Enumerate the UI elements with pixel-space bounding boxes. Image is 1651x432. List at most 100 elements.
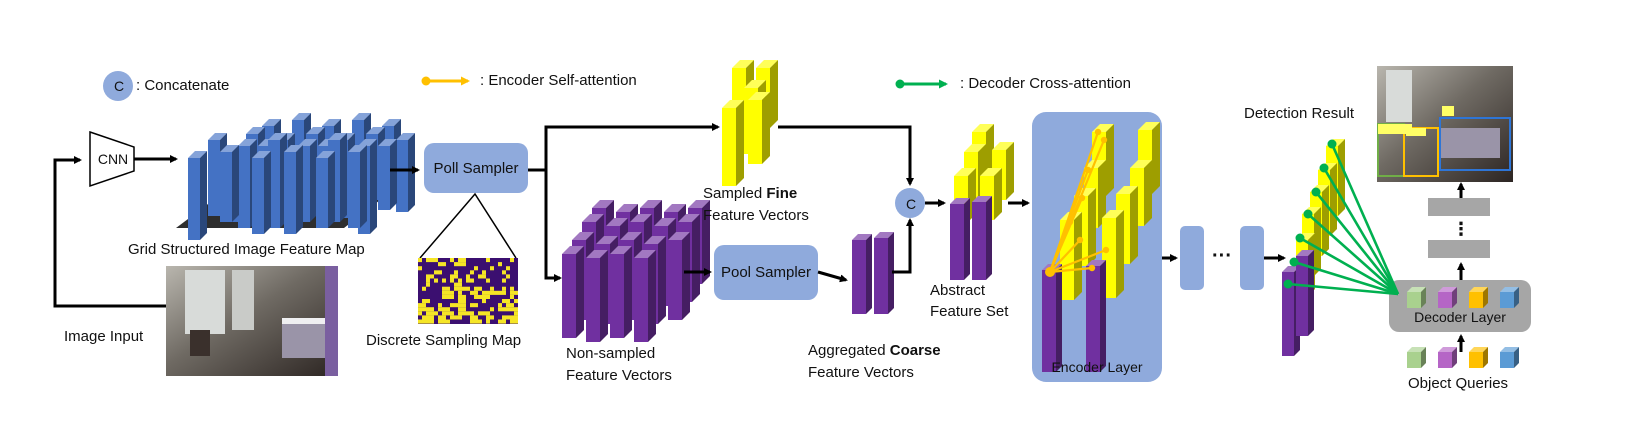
sampled-cell xyxy=(466,274,470,279)
blue-feature-bar xyxy=(316,151,335,228)
sampled-cell xyxy=(470,278,474,283)
decoder-attention-node xyxy=(1289,257,1299,267)
sampled-cell xyxy=(458,315,462,320)
encoder-attention-line xyxy=(1049,266,1093,274)
sampled-cell xyxy=(482,311,486,316)
sampled-cell xyxy=(506,299,510,304)
sampled-cell xyxy=(462,307,466,312)
sampled-fine-text: Sampled xyxy=(703,185,767,202)
sampled-cell xyxy=(510,307,514,312)
pool-to-coarse-arrow xyxy=(817,270,848,283)
blue-feature-bar xyxy=(188,151,207,240)
sampled-cell xyxy=(458,262,462,267)
sampled-cell xyxy=(474,294,478,299)
decoder-query-cubes xyxy=(1407,287,1519,308)
legend-concat-symbol: C xyxy=(113,78,125,94)
sampled-cell xyxy=(450,290,454,295)
sampled-cell xyxy=(446,294,450,299)
sampled-cell xyxy=(442,311,446,316)
query-cube xyxy=(1500,287,1519,308)
pool-sampler-box xyxy=(714,245,818,300)
sampled-cell xyxy=(502,278,506,283)
sampled-cell xyxy=(506,315,510,320)
purple-nonsampled-bar xyxy=(586,250,608,342)
sampled-cell xyxy=(478,274,482,279)
encoder-attention-node xyxy=(1078,194,1086,202)
sampled-cell xyxy=(514,307,518,312)
sampled-cell xyxy=(510,258,514,263)
sampled-cell xyxy=(454,286,458,291)
sampled-cell xyxy=(426,315,430,320)
sampled-cell xyxy=(458,282,462,287)
cnn-block xyxy=(89,130,135,188)
sampled-cell xyxy=(458,290,462,295)
encoder-attention-hub xyxy=(1045,267,1055,277)
sampled-cell xyxy=(418,307,422,312)
sampled-cell xyxy=(442,307,446,312)
sampled-cell xyxy=(486,315,490,320)
blue-feature-bar xyxy=(252,151,271,234)
blue-feature-bar xyxy=(378,139,397,210)
sampling-map-label: Discrete Sampling Map xyxy=(366,332,522,349)
sampled-cell xyxy=(462,286,466,291)
decoder-attention-node xyxy=(1303,209,1313,219)
sampled-cell xyxy=(506,274,510,279)
query-cube xyxy=(1438,347,1457,368)
pool-sampler-label: Pool Sampler xyxy=(720,264,812,281)
blue-feature-bar xyxy=(284,145,303,234)
sampled-cell xyxy=(418,319,422,324)
purple-abstract-bar xyxy=(972,196,992,280)
sampled-cell xyxy=(446,290,450,295)
sampled-cell xyxy=(454,315,458,320)
query-cube xyxy=(1469,287,1488,308)
sampled-cell xyxy=(470,303,474,308)
yellow-fine-bar xyxy=(722,100,744,186)
sampled-cell xyxy=(422,303,426,308)
sampled-cell xyxy=(438,315,442,320)
query-cube xyxy=(1407,287,1426,308)
sampled-cell xyxy=(502,307,506,312)
sampled-cell xyxy=(470,311,474,316)
purple-nonsampled-bar xyxy=(562,246,584,338)
aggregated-label-line2: Feature Vectors xyxy=(808,364,914,381)
sampled-cell xyxy=(430,274,434,279)
purple-coarse-bar xyxy=(852,234,872,314)
sampled-cell xyxy=(418,266,422,271)
object-queries-label: Object Queries xyxy=(1408,375,1509,392)
sampled-cell xyxy=(482,294,486,299)
sampled-cell xyxy=(426,278,430,283)
sampled-cell xyxy=(454,282,458,287)
sampled-cell xyxy=(486,278,490,283)
sampled-cell xyxy=(462,311,466,316)
sampled-cell xyxy=(474,266,478,271)
sampled-cell xyxy=(450,274,454,279)
sampled-cell xyxy=(442,294,446,299)
discrete-sampling-map xyxy=(418,258,518,324)
poll-to-fine-arrow xyxy=(528,123,720,172)
sampled-fine-feature-vectors xyxy=(722,60,778,186)
aggregated-coarse-feature-vectors xyxy=(852,232,894,314)
sampled-cell xyxy=(458,258,462,263)
encoder-attention-line xyxy=(1048,221,1072,273)
sampled-cell xyxy=(458,299,462,304)
sampled-cell xyxy=(506,307,510,312)
sampled-cell xyxy=(470,319,474,324)
sampled-cell xyxy=(498,319,502,324)
sampled-cell xyxy=(418,311,422,316)
sampled-cell xyxy=(486,290,490,295)
poll-to-nonsampled-arrow xyxy=(544,170,562,282)
sampled-cell xyxy=(454,274,458,279)
sampled-cell xyxy=(426,307,430,312)
concat-node-label: C xyxy=(905,196,917,212)
sampled-cell xyxy=(430,307,434,312)
sampled-cell xyxy=(426,274,430,279)
sampled-cell xyxy=(454,262,458,267)
purple-nonsampled-bar xyxy=(668,232,690,320)
sampled-cell xyxy=(426,282,430,287)
sampled-cell xyxy=(510,303,514,308)
detection-result-label: Detection Result xyxy=(1244,105,1355,122)
legend-encoder-attention-marker xyxy=(421,76,470,86)
sampled-cell xyxy=(442,319,446,324)
aggregated-text: Aggregated xyxy=(808,342,890,359)
sampled-cell xyxy=(458,294,462,299)
